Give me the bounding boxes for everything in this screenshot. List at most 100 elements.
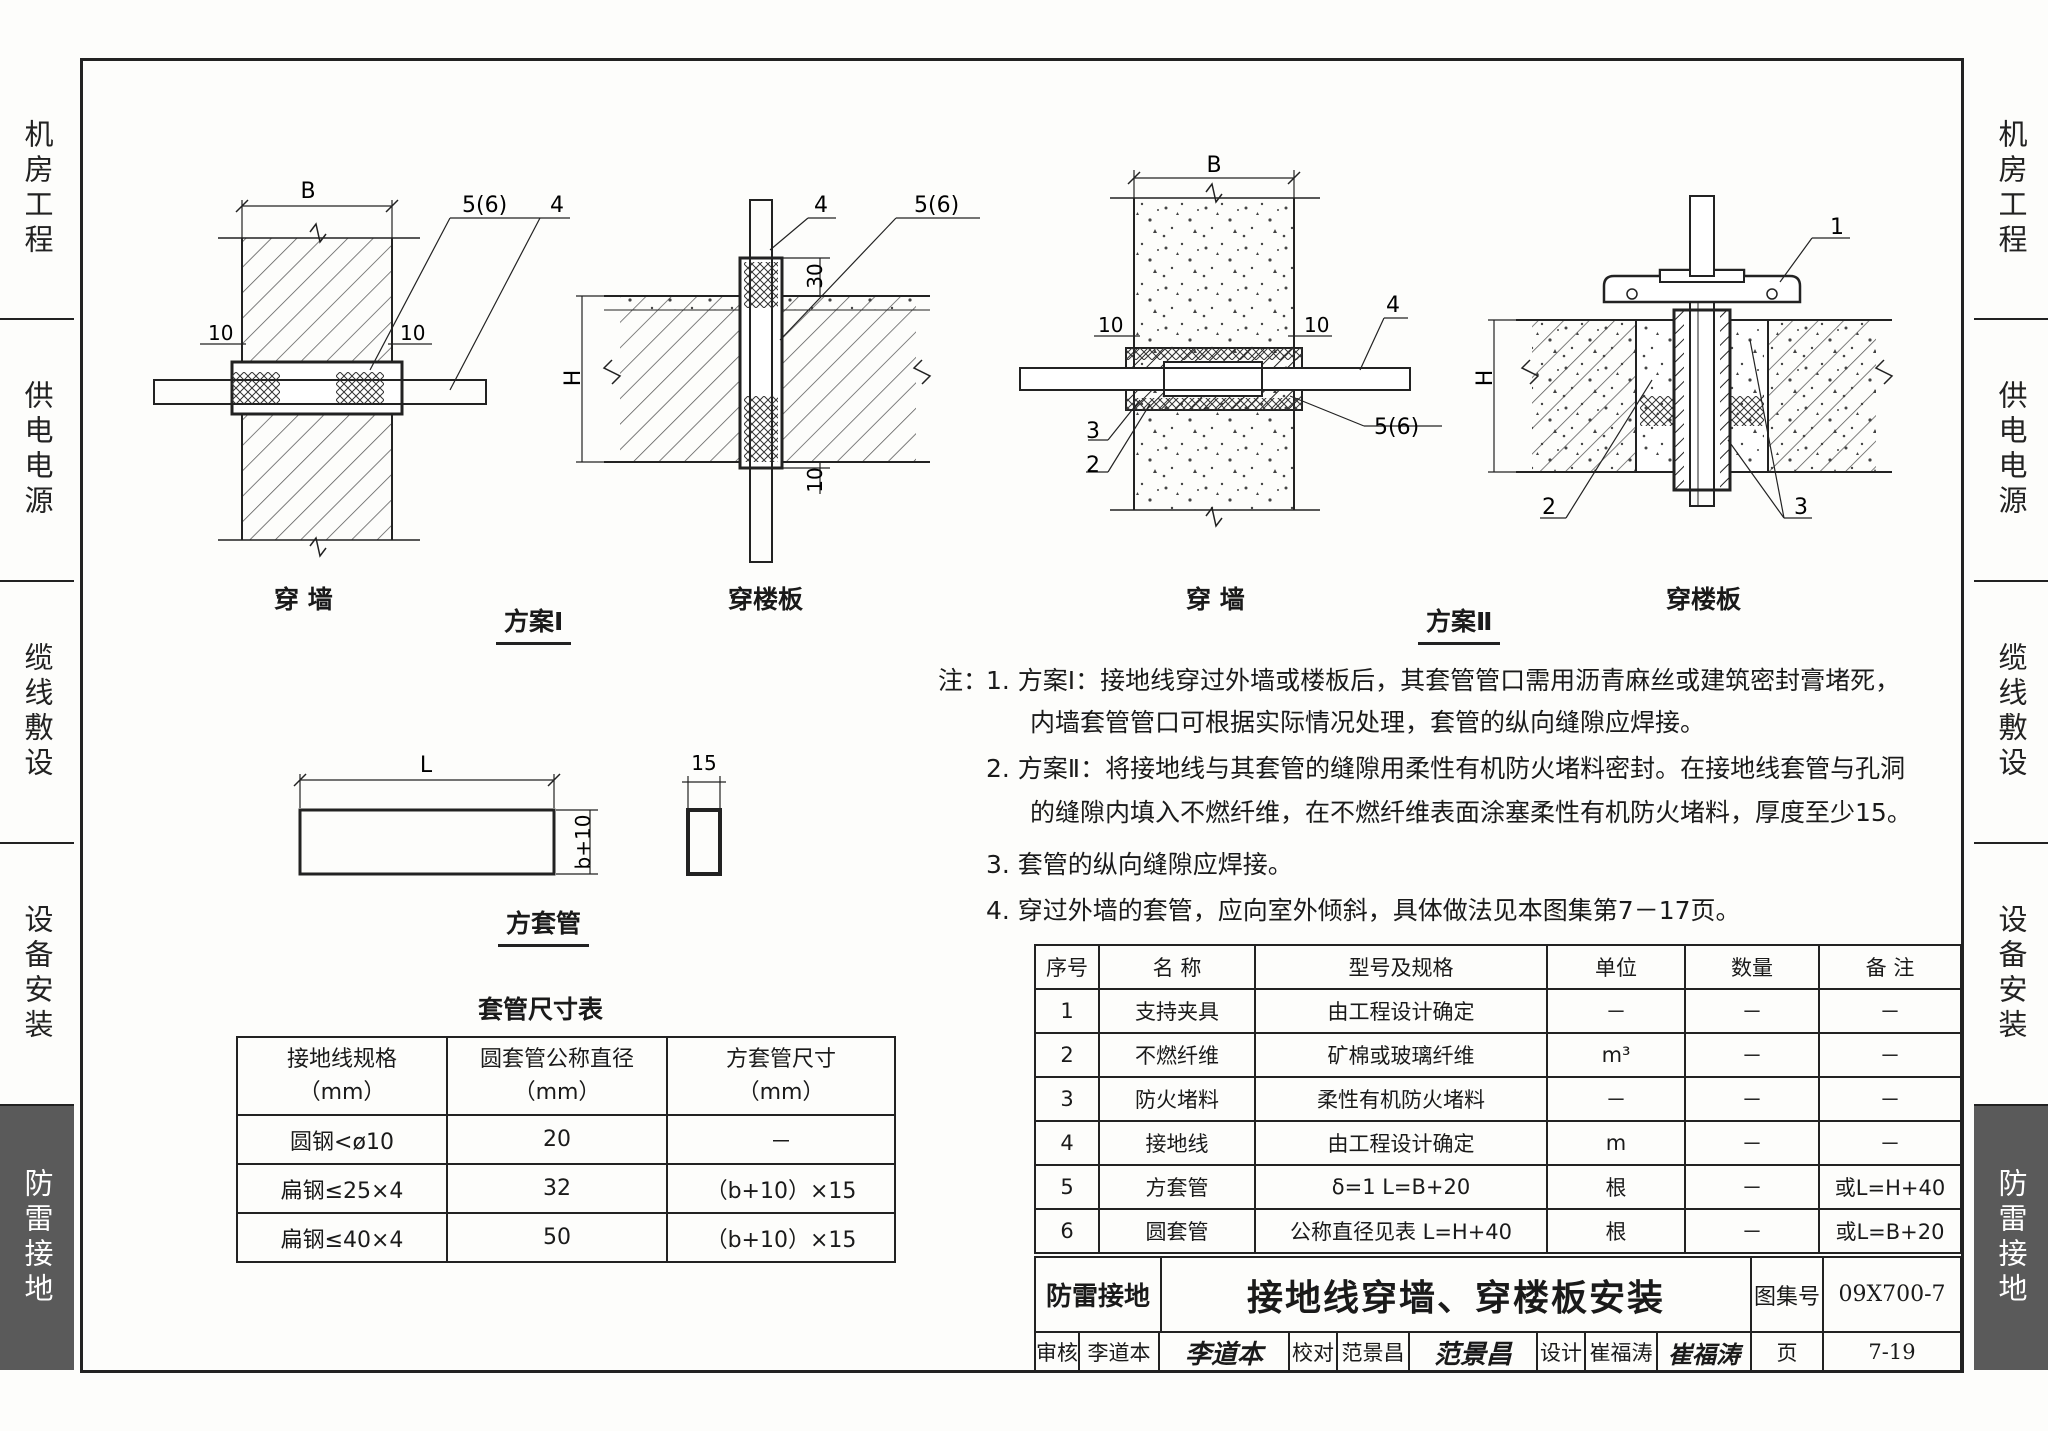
note-line: 3. 套管的纵向缝隙应焊接。 (986, 850, 1293, 879)
svg-text:4: 4 (1386, 293, 1400, 318)
table-cell: 扁钢≤25×4 (236, 1163, 448, 1214)
atlas-number: 09X700-7 (1822, 1256, 1962, 1333)
side-divider (1974, 580, 2048, 582)
table-row: 1 支持夹具 由工程设计确定 － － － (1034, 988, 1962, 1034)
table-cell: 公称直径见表 L=H+40 (1254, 1208, 1548, 1254)
side-tab-label: 缆线敷设 (1994, 642, 2028, 782)
side-tab-power-supply-right[interactable]: 供电电源 (1974, 320, 2048, 580)
table-cell: － (666, 1114, 896, 1165)
svg-text:3: 3 (1794, 495, 1808, 520)
table-cell: － (1684, 1164, 1820, 1210)
designer-signature: 崔福涛 (1656, 1331, 1752, 1373)
table-cell: 6 (1034, 1208, 1100, 1254)
square-sleeve-caption: 方套管 (498, 904, 590, 947)
side-tab-lightning-grounding[interactable]: 防雷接地 (0, 1106, 74, 1370)
side-tab-label: 机房工程 (20, 119, 54, 259)
side-tab-cabling-right[interactable]: 缆线敷设 (1974, 582, 2048, 842)
table-header-cell: 圆套管公称直径 （mm） (446, 1036, 668, 1116)
table-row: 3 防火堵料 柔性有机防火堵料 － － － (1034, 1076, 1962, 1122)
svg-text:10: 10 (400, 321, 425, 345)
table-cell: 根 (1546, 1208, 1686, 1254)
svg-text:5(6): 5(6) (1374, 415, 1419, 440)
review-label: 审核 (1034, 1331, 1080, 1373)
floor-penetration-scheme1: H 30 10 4 5(6) (561, 193, 980, 563)
caption-floor-1: 穿楼板 (728, 585, 804, 614)
table-cell: 32 (446, 1163, 668, 1214)
svg-text:4: 4 (814, 193, 828, 218)
table-cell: 由工程设计确定 (1254, 988, 1548, 1034)
table-row: 扁钢≤25×4 32 （b+10）×15 (236, 1163, 896, 1214)
wall-penetration-scheme2: B 10 10 4 5(6) 3 2 (1019, 153, 1442, 528)
table-cell: － (1684, 988, 1820, 1034)
side-tab-lightning-grounding-right[interactable]: 防雷接地 (1974, 1106, 2048, 1370)
table-header-cell: 单位 (1546, 944, 1686, 990)
table-cell: 或L=H+40 (1818, 1164, 1962, 1210)
sleeve-size-table: 接地线规格 （mm） 圆套管公称直径 （mm） 方套管尺寸 （mm） 圆钢<ø1… (236, 1036, 896, 1263)
side-tab-equipment-right[interactable]: 设备安装 (1974, 844, 2048, 1104)
side-tab-label: 缆线敷设 (20, 642, 54, 782)
table-cell: － (1684, 1120, 1820, 1166)
caption-wall-2: 穿 墙 (1186, 585, 1245, 614)
checker-name: 范景昌 (1336, 1331, 1410, 1373)
table-cell: （b+10）×15 (666, 1212, 896, 1263)
side-divider (0, 580, 74, 582)
scheme-1-label: 方案Ⅰ (496, 602, 572, 645)
table-cell: － (1684, 1032, 1820, 1078)
table-header-cell: 方套管尺寸 （mm） (666, 1036, 896, 1116)
svg-text:B: B (1206, 153, 1221, 178)
svg-text:10: 10 (803, 467, 827, 492)
sleeve-table-title: 套管尺寸表 (478, 995, 604, 1024)
table-cell: － (1818, 1032, 1962, 1078)
table-header-cell: 型号及规格 (1254, 944, 1548, 990)
table-cell: （b+10）×15 (666, 1163, 896, 1214)
reviewer-signature: 李道本 (1158, 1331, 1290, 1373)
svg-text:5(6): 5(6) (462, 193, 507, 218)
table-row: 4 接地线 由工程设计确定 m － － (1034, 1120, 1962, 1166)
table-cell: 1 (1034, 988, 1100, 1034)
side-tab-cabling[interactable]: 缆线敷设 (0, 582, 74, 842)
table-header-row: 接地线规格 （mm） 圆套管公称直径 （mm） 方套管尺寸 （mm） (236, 1036, 896, 1116)
materials-table: 序号 名 称 型号及规格 单位 数量 备 注 1 支持夹具 由工程设计确定 － … (1034, 944, 1962, 1254)
svg-text:15: 15 (691, 751, 716, 775)
square-sleeve-drawing: L b+10 15 (293, 751, 726, 876)
table-cell: 防火堵料 (1098, 1076, 1256, 1122)
scheme-2-label: 方案Ⅱ (1418, 602, 1501, 645)
drawing-frame (80, 58, 1964, 1373)
table-cell: － (1818, 988, 1962, 1034)
svg-text:L: L (420, 753, 433, 778)
table-header-cell: 接地线规格 （mm） (236, 1036, 448, 1116)
floor-penetration-scheme2: H 1 2 3 (1473, 195, 1894, 520)
table-cell: － (1818, 1120, 1962, 1166)
table-cell: 20 (446, 1114, 668, 1165)
table-cell: 扁钢≤40×4 (236, 1212, 448, 1263)
svg-text:30: 30 (803, 263, 827, 288)
side-tab-power-supply[interactable]: 供电电源 (0, 320, 74, 580)
note-line: 的缝隙内填入不燃纤维，在不燃纤维表面涂塞柔性有机防火堵料，厚度至少15。 (1030, 798, 1912, 827)
side-tab-machine-room[interactable]: 机房工程 (0, 60, 74, 318)
side-divider (0, 1104, 74, 1106)
table-cell: 根 (1546, 1164, 1686, 1210)
svg-text:4: 4 (550, 193, 564, 218)
svg-text:2: 2 (1086, 453, 1100, 478)
table-cell: 不燃纤维 (1098, 1032, 1256, 1078)
table-row: 圆钢<ø10 20 － (236, 1114, 896, 1165)
table-header-cell: 备 注 (1818, 944, 1962, 990)
note-line: 1. 方案Ⅰ：接地线穿过外墙或楼板后，其套管管口需用沥青麻丝或建筑密封膏堵死， (986, 666, 1901, 695)
table-cell: m (1546, 1120, 1686, 1166)
drawing-title: 接地线穿墙、穿楼板安装 (1160, 1256, 1752, 1333)
category-label: 防雷接地 (1034, 1256, 1162, 1333)
page-label: 页 (1750, 1331, 1824, 1373)
svg-text:10: 10 (208, 321, 233, 345)
table-cell: 5 (1034, 1164, 1100, 1210)
svg-text:1: 1 (1830, 215, 1844, 240)
side-tab-equipment[interactable]: 设备安装 (0, 844, 74, 1104)
table-cell: 接地线 (1098, 1120, 1256, 1166)
table-cell: － (1546, 1076, 1686, 1122)
table-row: 2 不燃纤维 矿棉或玻璃纤维 m³ － － (1034, 1032, 1962, 1078)
svg-text:H: H (561, 370, 586, 387)
side-tab-machine-room-right[interactable]: 机房工程 (1974, 60, 2048, 318)
table-cell: － (1818, 1076, 1962, 1122)
designer-name: 崔福涛 (1584, 1331, 1658, 1373)
check-label: 校对 (1288, 1331, 1338, 1373)
svg-text:2: 2 (1542, 495, 1556, 520)
